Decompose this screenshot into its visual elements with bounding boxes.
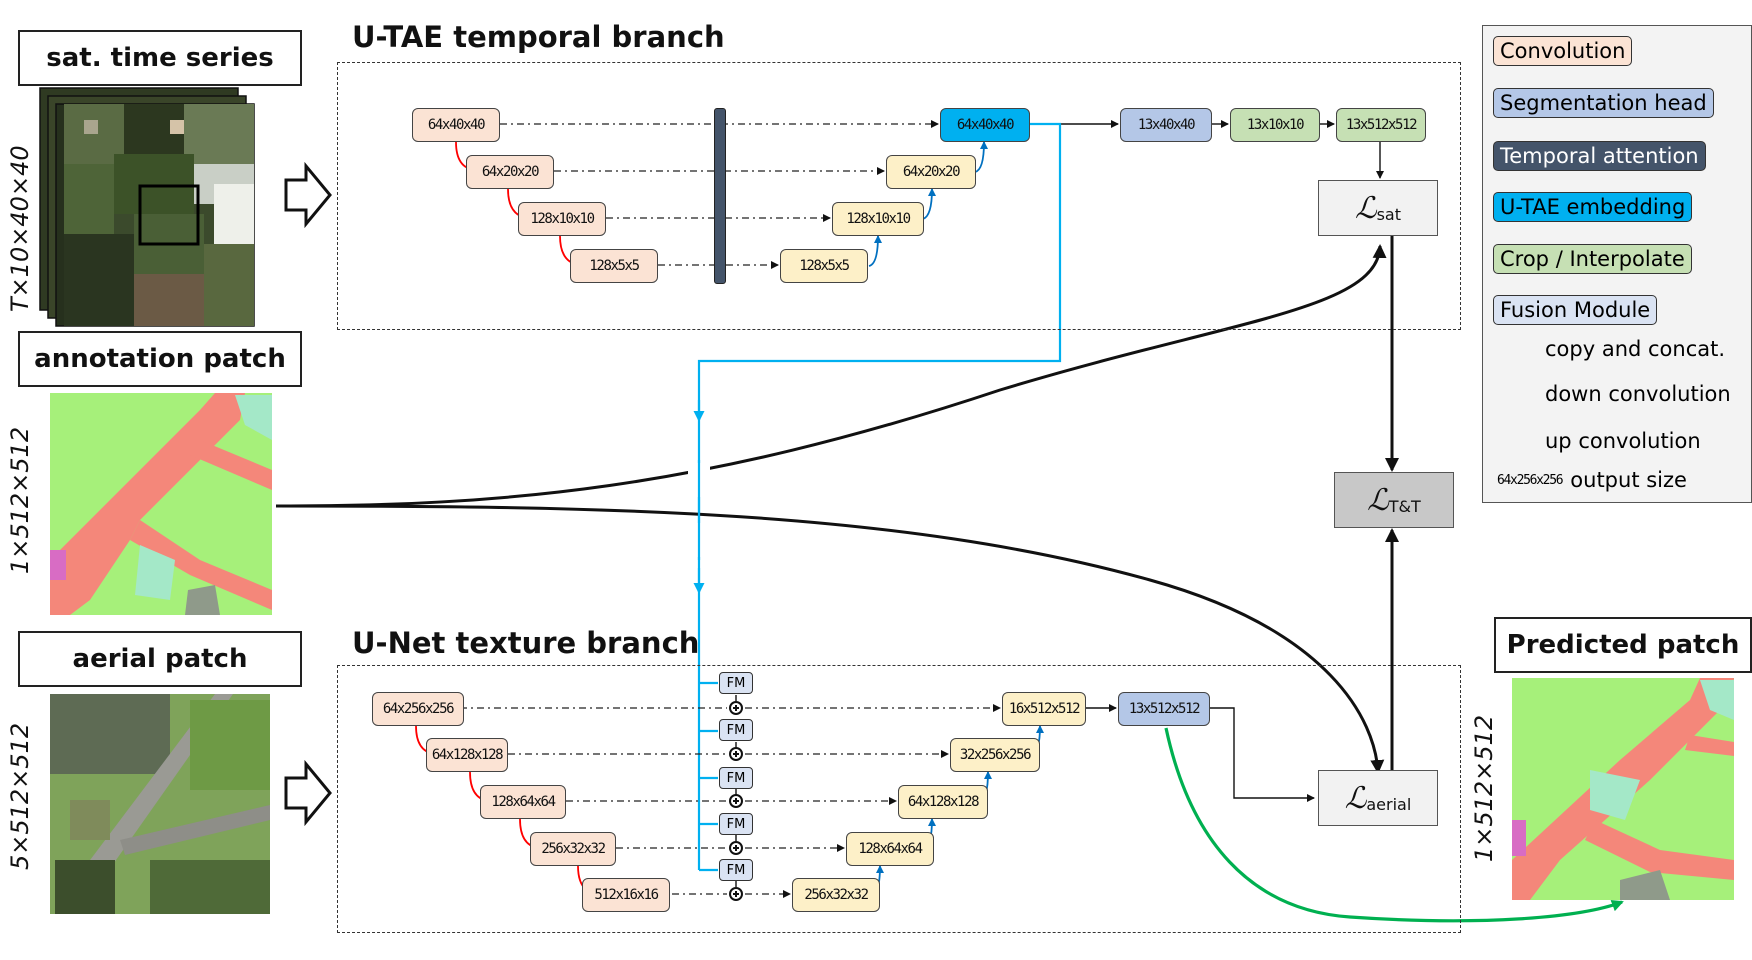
annotation-dims-label: 1×512×512 bbox=[6, 426, 34, 574]
legend-segmentation-head: Segmentation head bbox=[1493, 88, 1714, 118]
sat-dims-label: T×10×40×40 bbox=[6, 145, 34, 312]
legend-size-example: 64x256x256 bbox=[1497, 472, 1564, 488]
utae-branch-frame bbox=[337, 62, 1461, 330]
unet-encoder-block-4: 256x32x32 bbox=[530, 832, 616, 866]
unet-decoder-block-3: 64x128x128 bbox=[898, 785, 988, 819]
unet-branch-frame bbox=[337, 665, 1461, 933]
utae-embedding-block: 64x40x40 bbox=[940, 108, 1030, 142]
unet-decoder-block-5: 16x512x512 bbox=[1002, 692, 1086, 726]
utae-encoder-block-3: 128x10x10 bbox=[518, 202, 606, 236]
unet-decoder-block-4: 32x256x256 bbox=[950, 738, 1040, 772]
unet-branch-title: U-Net texture branch bbox=[352, 626, 700, 660]
fusion-module-5: FM bbox=[719, 859, 753, 881]
prediction-arrow bbox=[1164, 727, 1624, 923]
utae-decoder-block-1: 128x5x5 bbox=[780, 249, 868, 283]
plus-icon bbox=[729, 887, 743, 901]
utae-encoder-block-2: 64x20x20 bbox=[466, 155, 554, 189]
unet-encoder-block-2: 64x128x128 bbox=[426, 738, 508, 772]
plus-icon bbox=[729, 701, 743, 715]
unet-head-block: 13x512x512 bbox=[1118, 692, 1210, 726]
aerial-dims-label: 5×512×512 bbox=[6, 722, 34, 870]
utae-branch-title: U-TAE temporal branch bbox=[352, 20, 725, 54]
unet-skip-lines bbox=[460, 704, 1001, 898]
unet-head-arrows bbox=[1086, 704, 1315, 802]
input-arrow-aerial bbox=[284, 759, 332, 827]
annotation-patch bbox=[50, 393, 272, 615]
sat-time-series-label: sat. time series bbox=[18, 30, 302, 86]
legend-output-size: 64x256x256 output size bbox=[1497, 468, 1687, 492]
legend-up-convolution: up convolution bbox=[1545, 429, 1701, 453]
utae-encoder-block-1: 64x40x40 bbox=[412, 108, 500, 142]
fusion-module-3: FM bbox=[719, 767, 753, 789]
annotation-patch-label: annotation patch bbox=[18, 331, 302, 387]
unet-encoder-block-5: 512x16x16 bbox=[582, 878, 670, 912]
utae-crop-block: 13x10x10 bbox=[1230, 108, 1320, 142]
unet-decoder-block-2: 128x64x64 bbox=[846, 832, 934, 866]
legend-utae-embedding: U-TAE embedding bbox=[1493, 192, 1693, 222]
aerial-patch bbox=[50, 694, 270, 914]
unet-encoder-block-1: 64x256x256 bbox=[372, 692, 464, 726]
utae-interpolate-block: 13x512x512 bbox=[1336, 108, 1426, 142]
legend-crop-interpolate: Crop / Interpolate bbox=[1493, 244, 1692, 274]
unet-decoder-block-1: 256x32x32 bbox=[792, 878, 880, 912]
legend-temporal-attention: Temporal attention bbox=[1493, 141, 1706, 171]
plus-icon bbox=[729, 841, 743, 855]
fusion-module-4: FM bbox=[719, 813, 753, 835]
fusion-module-2: FM bbox=[719, 719, 753, 741]
predicted-dims-label: 1×512×512 bbox=[1470, 714, 1498, 862]
plus-icon bbox=[729, 794, 743, 808]
predicted-patch bbox=[1512, 678, 1734, 900]
legend-down-convolution: down convolution bbox=[1545, 382, 1731, 406]
legend-convolution: Convolution bbox=[1493, 36, 1633, 66]
legend: Convolution Segmentation head Temporal a… bbox=[1482, 25, 1752, 503]
legend-copy-concat: copy and concat. bbox=[1545, 337, 1726, 361]
unet-encoder-block-3: 128x64x64 bbox=[480, 785, 566, 819]
annotation-to-loss-curves bbox=[275, 244, 1387, 774]
utae-head-block: 13x40x40 bbox=[1120, 108, 1212, 142]
utae-decoder-block-2: 128x10x10 bbox=[832, 202, 924, 236]
fusion-module-1: FM bbox=[719, 672, 753, 694]
legend-output-size-text: output size bbox=[1570, 468, 1687, 492]
utae-encoder-block-4: 128x5x5 bbox=[570, 249, 658, 283]
predicted-patch-label: Predicted patch bbox=[1494, 617, 1752, 673]
legend-fusion-module: Fusion Module bbox=[1493, 295, 1658, 325]
sat-image-stack bbox=[39, 87, 255, 327]
utae-up-arrows bbox=[868, 141, 988, 267]
input-arrow-sat bbox=[284, 161, 332, 229]
temporal-attention-bar bbox=[714, 108, 726, 284]
utae-decoder-block-3: 64x20x20 bbox=[886, 155, 976, 189]
aerial-patch-label: aerial patch bbox=[18, 631, 302, 687]
plus-icon bbox=[729, 747, 743, 761]
